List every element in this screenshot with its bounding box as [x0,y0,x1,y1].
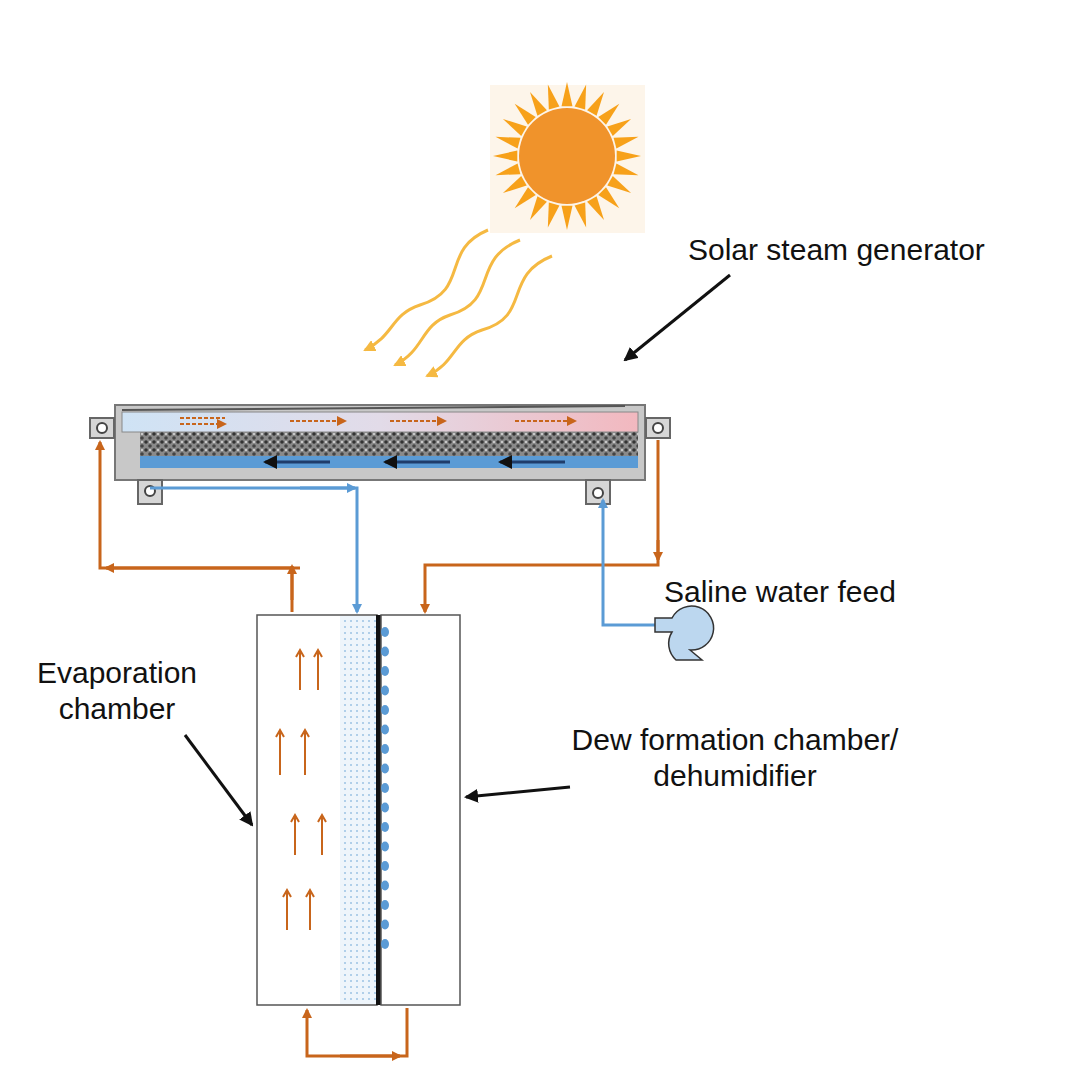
water-droplet [381,627,389,637]
water-droplet [381,705,389,715]
sun-ray [575,203,587,228]
water-droplet [381,900,389,910]
water-droplet [381,861,389,871]
sun-ray [617,151,641,162]
sun-ray [575,85,587,110]
water-droplet [381,666,389,676]
water-droplet [381,920,389,930]
sun-ray [548,85,560,110]
sun-ray [503,176,527,193]
sun-ray [503,119,527,136]
component-label: Saline water feed [664,574,1064,610]
sun-ray [548,203,560,228]
vapour-arrow [318,815,326,855]
vapour-arrow [314,650,322,690]
sun-ray [607,119,631,136]
sun-ray [587,196,604,220]
vapour-arrow [276,730,284,775]
sun-ray [530,92,547,116]
sun-ray [530,196,547,220]
water-droplet [381,725,389,735]
sun-ray [515,104,536,125]
water-droplet [381,744,389,754]
water-droplet [381,803,389,813]
water-droplet [381,939,389,949]
sun-ray [562,206,573,230]
water-droplet [381,647,389,657]
component-label: Dew formation chamber/ dehumidifier [550,722,920,794]
vapour-arrow [301,730,309,775]
sun-ray [562,82,573,106]
water-droplet [381,842,389,852]
sun-ray [607,176,631,193]
water-droplet [381,686,389,696]
vapour-arrow [283,890,291,930]
sun-ray [496,137,521,149]
sun-ray [496,164,521,176]
sun-ray [587,92,604,116]
water-droplet [381,783,389,793]
component-label: Evaporation chamber [12,655,222,727]
sun-ray [614,137,639,149]
component-label: Solar steam generator [688,232,1068,268]
vapour-arrow [291,815,299,855]
sun-ray [515,187,536,208]
vapour-arrow [296,650,304,690]
water-droplet [381,822,389,832]
sun-ray [614,164,639,176]
water-droplet [381,764,389,774]
water-droplet [381,881,389,891]
sun-ray [493,151,517,162]
sun-ray [598,104,619,125]
sun-ray [598,187,619,208]
vapour-arrow [306,890,314,930]
